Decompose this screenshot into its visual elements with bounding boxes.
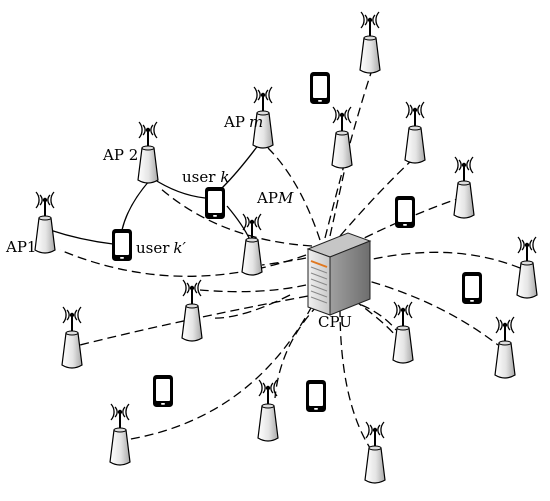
access-point-icon — [252, 86, 274, 149]
smartphone-icon — [306, 380, 326, 412]
cpu-server-icon — [306, 232, 372, 316]
access-point-icon — [331, 106, 353, 169]
fronthaul-link — [267, 147, 321, 241]
fronthaul-link — [359, 251, 521, 269]
fronthaul-link — [199, 284, 307, 293]
access-point-icon — [453, 156, 475, 219]
access-point-icon — [364, 421, 386, 484]
fronthaul-link — [124, 305, 313, 441]
fronthaul-link — [339, 307, 371, 449]
access-point-icon — [61, 306, 83, 369]
access-point-icon — [404, 101, 426, 164]
fronthaul-link — [329, 167, 346, 237]
access-point-icon — [257, 379, 279, 442]
access-points — [34, 11, 538, 484]
label-cpu: CPU — [318, 313, 352, 331]
fronthaul-link — [59, 249, 307, 277]
access-point-icon — [181, 279, 203, 342]
link-ap2-userk2 — [121, 179, 151, 231]
smartphone-icon — [462, 272, 482, 304]
fronthaul-link — [339, 159, 413, 237]
fronthaul-link — [261, 257, 307, 266]
user-links — [49, 139, 263, 245]
link-ap1-userk2 — [49, 229, 114, 245]
label-apM: APM — [256, 189, 294, 207]
smartphone-icon — [310, 72, 330, 104]
user-devices — [112, 72, 482, 412]
access-point-icon — [241, 213, 263, 276]
access-point-icon — [494, 316, 516, 379]
smartphone-icon — [112, 229, 132, 261]
access-point-icon — [109, 403, 131, 466]
fronthaul-link — [357, 277, 499, 346]
smartphone-icon — [205, 187, 225, 219]
access-point-icon — [359, 11, 381, 74]
fronthaul-link — [353, 299, 403, 346]
label-ap1: AP1 — [5, 238, 36, 256]
fronthaul-link — [209, 294, 291, 319]
access-point-icon — [392, 301, 414, 364]
link-userk-apM — [226, 205, 251, 241]
label-ap2: AP 2 — [102, 146, 138, 164]
fronthaul-links — [59, 69, 521, 449]
fronthaul-link — [159, 187, 313, 247]
fronthaul-link — [324, 69, 373, 239]
access-point-icon — [516, 236, 538, 299]
smartphone-icon — [153, 375, 173, 407]
access-point-icon — [137, 121, 159, 184]
access-point-icon — [34, 191, 56, 254]
smartphone-icon — [395, 196, 415, 228]
